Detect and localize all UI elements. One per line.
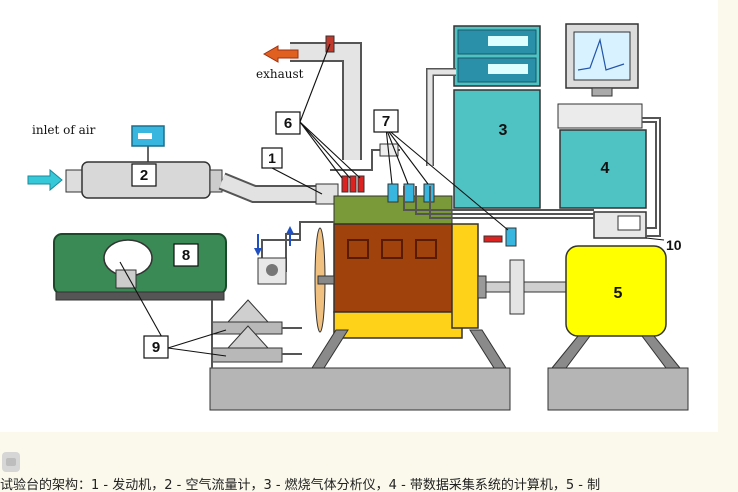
leader-lines <box>119 43 665 357</box>
figure-caption: 试验台的架构：1 - 发动机，2 - 空气流量计，3 - 燃烧气体分析仪，4 -… <box>0 478 601 492</box>
callout-6: 6 <box>275 111 301 135</box>
computer <box>557 23 647 209</box>
controller <box>593 211 647 239</box>
image-placeholder-icon <box>2 452 20 472</box>
inlet-label: inlet of air <box>32 123 96 137</box>
dynamometer <box>550 245 682 369</box>
callout-3-text: 3 <box>499 122 508 139</box>
callout-1-text: 1 <box>268 150 276 166</box>
exhaust-arrow <box>262 45 299 63</box>
flow-arrows <box>254 226 294 256</box>
base-frame-right <box>547 367 689 411</box>
callout-2: 2 <box>131 163 157 187</box>
callout-5: 5 <box>614 285 623 302</box>
fuel-filter <box>257 257 287 285</box>
callout-10-text: 10 <box>666 237 682 253</box>
base-frame-left <box>209 367 511 411</box>
callout-8-text: 8 <box>182 247 190 264</box>
callout-8: 8 <box>173 243 199 267</box>
callout-3: 3 <box>490 116 516 142</box>
fuel-tank <box>53 233 227 301</box>
callout-1: 1 <box>261 147 283 169</box>
fuel-scales <box>211 299 302 363</box>
callout-6-text: 6 <box>284 115 292 132</box>
signal-cables <box>403 117 661 237</box>
inlet-arrow <box>27 168 63 192</box>
callout-7-text: 7 <box>382 113 390 130</box>
callout-9-text: 9 <box>152 339 160 356</box>
callout-4: 4 <box>592 154 618 180</box>
callout-4-text: 4 <box>601 160 610 177</box>
callout-5-text: 5 <box>614 285 623 302</box>
callout-9: 9 <box>143 335 169 359</box>
callout-10: 10 <box>666 237 682 253</box>
engine <box>311 195 507 369</box>
callout-2-text: 2 <box>140 167 148 184</box>
exhaust-label: exhaust <box>256 67 304 81</box>
intake-pipe <box>218 172 339 205</box>
gas-analyzer <box>453 25 541 209</box>
callout-7: 7 <box>373 109 399 133</box>
